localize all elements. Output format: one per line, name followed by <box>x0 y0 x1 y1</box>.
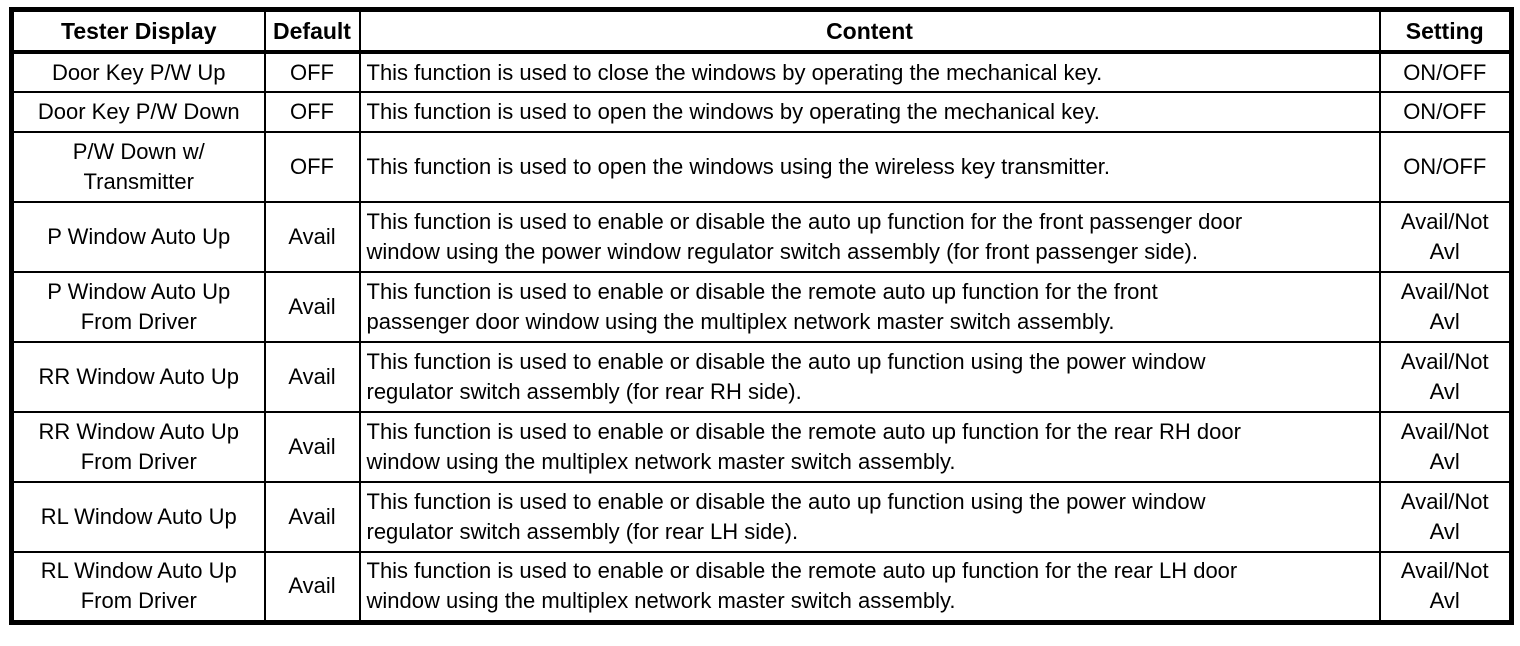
cell-setting: Avail/Not Avl <box>1378 551 1513 623</box>
cell-content: This function is used to enable or disab… <box>358 551 1381 623</box>
cell-setting: Avail/Not Avl <box>1378 271 1513 343</box>
header-row: Tester Display Default Content Setting <box>10 8 1513 54</box>
cell-default: Avail <box>263 341 361 413</box>
cell-content: This function is used to open the window… <box>358 91 1381 133</box>
cell-default: OFF <box>263 131 361 203</box>
cell-default: Avail <box>263 271 361 343</box>
cell-content: This function is used to close the windo… <box>358 51 1381 93</box>
cell-tester-display: RL Window Auto Up <box>10 481 266 553</box>
cell-tester-display: Door Key P/W Down <box>10 91 266 133</box>
column-header-default: Default <box>263 8 361 54</box>
cell-content: This function is used to enable or disab… <box>358 271 1381 343</box>
table-row: Door Key P/W Up OFF This function is use… <box>10 51 1513 93</box>
table-row: RR Window Auto Up Avail This function is… <box>10 341 1513 413</box>
cell-default: OFF <box>263 51 361 93</box>
cell-tester-display: P Window Auto Up <box>10 201 266 273</box>
cell-tester-display: P Window Auto Up From Driver <box>10 271 266 343</box>
cell-setting: Avail/Not Avl <box>1378 481 1513 553</box>
column-header-setting: Setting <box>1378 8 1513 54</box>
table-row: RL Window Auto Up From Driver Avail This… <box>10 551 1513 623</box>
column-header-content: Content <box>358 8 1381 54</box>
cell-default: Avail <box>263 481 361 553</box>
cell-setting: ON/OFF <box>1378 131 1513 203</box>
cell-content: This function is used to enable or disab… <box>358 481 1381 553</box>
cell-setting: Avail/Not Avl <box>1378 341 1513 413</box>
tester-function-table: Tester Display Default Content Setting D… <box>9 7 1514 625</box>
table-row: RR Window Auto Up From Driver Avail This… <box>10 411 1513 483</box>
cell-default: OFF <box>263 91 361 133</box>
cell-setting: Avail/Not Avl <box>1378 201 1513 273</box>
cell-content: This function is used to enable or disab… <box>358 411 1381 483</box>
cell-setting: ON/OFF <box>1378 91 1513 133</box>
cell-content: This function is used to open the window… <box>358 131 1381 203</box>
cell-default: Avail <box>263 411 361 483</box>
cell-default: Avail <box>263 201 361 273</box>
cell-default: Avail <box>263 551 361 623</box>
table-row: RL Window Auto Up Avail This function is… <box>10 481 1513 553</box>
table-row: Door Key P/W Down OFF This function is u… <box>10 91 1513 133</box>
cell-setting: ON/OFF <box>1378 51 1513 93</box>
table-row: P Window Auto Up Avail This function is … <box>10 201 1513 273</box>
cell-setting: Avail/Not Avl <box>1378 411 1513 483</box>
cell-tester-display: Door Key P/W Up <box>10 51 266 93</box>
cell-tester-display: RR Window Auto Up <box>10 341 266 413</box>
cell-tester-display: RR Window Auto Up From Driver <box>10 411 266 483</box>
cell-content: This function is used to enable or disab… <box>358 201 1381 273</box>
table-row: P Window Auto Up From Driver Avail This … <box>10 271 1513 343</box>
cell-content: This function is used to enable or disab… <box>358 341 1381 413</box>
table-row: P/W Down w/ Transmitter OFF This functio… <box>10 131 1513 203</box>
cell-tester-display: P/W Down w/ Transmitter <box>10 131 266 203</box>
column-header-tester-display: Tester Display <box>10 8 266 54</box>
cell-tester-display: RL Window Auto Up From Driver <box>10 551 266 623</box>
